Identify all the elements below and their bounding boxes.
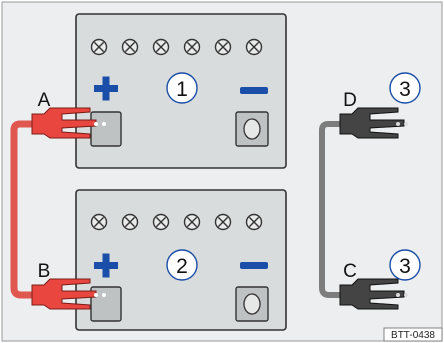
battery-2-negative-terminal	[235, 286, 269, 322]
battery-1-number-badge: 1	[166, 72, 198, 104]
battery-1-negative-terminal	[235, 111, 269, 147]
battery-1: 1	[75, 13, 287, 169]
battery-1-minus-icon	[240, 87, 268, 94]
clamp-d-label: D	[343, 90, 357, 111]
battery-1-plus-icon	[94, 76, 118, 101]
battery-2-positive-terminal	[90, 286, 122, 322]
clamp-d-number-badge: 3	[389, 72, 421, 104]
clamp-a-rivet	[94, 122, 98, 126]
battery-2-plus-icon	[94, 253, 118, 278]
figure-code-box: BTT-0438	[383, 327, 443, 342]
clamp-c-number-badge: 3	[389, 249, 421, 281]
clamp-b-label: B	[38, 261, 51, 282]
battery-2-number: 2	[176, 255, 188, 278]
clamp-b-rivet	[94, 293, 98, 297]
clamp-a-label: A	[38, 90, 51, 111]
figure-code: BTT-0438	[391, 330, 435, 341]
battery-1-positive-terminal	[90, 111, 122, 147]
clamp-d-number: 3	[399, 78, 411, 101]
clamp-c-number: 3	[399, 255, 411, 278]
red-cable	[10, 120, 32, 299]
battery-1-number: 1	[176, 78, 188, 101]
battery-2-number-badge: 2	[166, 249, 198, 281]
battery-2-minus-icon	[240, 262, 268, 269]
black-cable	[319, 121, 340, 298]
clamp-c-label: C	[343, 261, 357, 282]
battery-2: 2	[75, 189, 287, 331]
